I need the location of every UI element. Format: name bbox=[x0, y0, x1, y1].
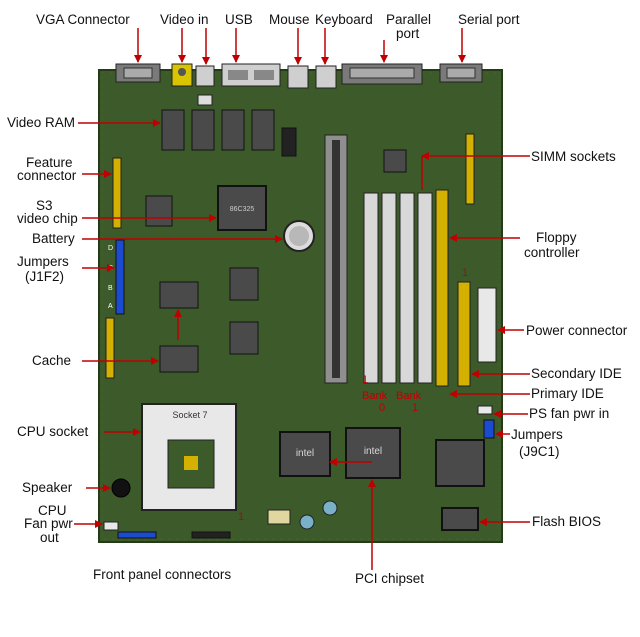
video-ram-chips bbox=[161, 109, 275, 151]
secondary-ide-label: Secondary IDE bbox=[531, 366, 622, 381]
cache-chips bbox=[159, 267, 259, 373]
keyboard-connector bbox=[315, 65, 337, 89]
video-in-label: Video in bbox=[160, 12, 209, 27]
jumpers-j9c1-label-line2: (J9C1) bbox=[519, 444, 560, 459]
secondary-ide-header bbox=[457, 281, 471, 387]
right-top-header bbox=[465, 133, 475, 205]
cpu-fan-label-line1: CPU bbox=[38, 503, 67, 518]
flash-bios-label: Flash BIOS bbox=[532, 514, 602, 529]
jumper-letter-b: B bbox=[108, 285, 113, 292]
pci-chipset-label: PCI chipset bbox=[355, 571, 425, 586]
pci-chipset: intel intel bbox=[279, 427, 401, 479]
parallel-port-label-line1: Parallel bbox=[386, 12, 432, 27]
parallel-port bbox=[341, 63, 423, 85]
video-in-connector bbox=[171, 63, 193, 87]
keyboard-label: Keyboard bbox=[315, 12, 373, 27]
battery-label: Battery bbox=[32, 231, 75, 246]
s3-video-chip-label-line2: video chip bbox=[17, 211, 78, 226]
feature-connector-label-line2: connector bbox=[17, 168, 77, 183]
crystal bbox=[267, 509, 291, 525]
video-ram-label: Video RAM bbox=[7, 115, 76, 130]
bank1-label: Bank bbox=[396, 390, 422, 402]
jumper-letter-a: A bbox=[108, 303, 113, 310]
simm-sockets-label: SIMM sockets bbox=[531, 149, 616, 164]
right-top-chip bbox=[383, 149, 407, 173]
io-chip bbox=[435, 439, 485, 487]
front-panel-connectors-label: Front panel connectors bbox=[93, 567, 232, 582]
simm-pin1-label: 1 bbox=[362, 374, 368, 386]
floppy-controller-header bbox=[435, 189, 449, 387]
serial-port bbox=[439, 63, 483, 83]
cpu-fan-label-line2: Fan pwr bbox=[24, 516, 73, 531]
cpu-socket: Socket 7 bbox=[141, 403, 237, 511]
small-chip bbox=[197, 94, 213, 106]
parallel-port-label-line2: port bbox=[396, 26, 420, 41]
mouse-connector bbox=[287, 65, 309, 89]
power-connector-label: Power connector bbox=[526, 323, 628, 338]
capacitor-1 bbox=[299, 514, 315, 530]
intel-chip2-text: intel bbox=[364, 446, 382, 457]
speaker bbox=[111, 478, 131, 498]
intel-chip1-text: intel bbox=[296, 448, 314, 459]
flash-bios bbox=[441, 507, 479, 531]
small-chip-2 bbox=[145, 195, 173, 227]
serial-port-label: Serial port bbox=[458, 12, 520, 27]
jumpers-j1f2-label-line2: (J1F2) bbox=[25, 269, 65, 284]
jumpers-j9c1-label-line1: Jumpers bbox=[511, 427, 563, 442]
floppy-controller-label-line1: Floppy bbox=[536, 230, 577, 245]
vga-connector-label: VGA Connector bbox=[36, 12, 130, 27]
socket-text: Socket 7 bbox=[172, 410, 207, 420]
expansion-slot bbox=[324, 134, 348, 384]
cpu-fan-label-line3: out bbox=[40, 530, 59, 545]
label-arrows bbox=[74, 28, 530, 570]
mouse-label: Mouse bbox=[269, 12, 310, 27]
jumper-letter-d: D bbox=[108, 245, 113, 252]
extra-port bbox=[195, 65, 215, 87]
cpu-pin1-label: 1 bbox=[238, 511, 244, 523]
s3-video-chip: 86C325 bbox=[217, 185, 267, 231]
s3-video-chip-label-line1: S3 bbox=[36, 198, 53, 213]
cpu-fan-header bbox=[103, 521, 119, 531]
cache-label: Cache bbox=[32, 353, 72, 368]
battery bbox=[283, 220, 315, 252]
ps-fan-pwr-in-label: PS fan pwr in bbox=[529, 406, 610, 421]
s3-chip-text: 86C325 bbox=[230, 206, 255, 213]
simm-sockets bbox=[363, 192, 433, 384]
power-connector bbox=[477, 287, 497, 363]
ide-pin1-label: 1 bbox=[462, 267, 468, 279]
speaker-label: Speaker bbox=[22, 480, 73, 495]
usb-connector bbox=[221, 63, 281, 87]
ps-fan-header bbox=[477, 405, 493, 415]
vga-connector bbox=[115, 63, 161, 83]
usb-label: USB bbox=[225, 12, 253, 27]
bank0-label: Bank bbox=[362, 390, 388, 402]
primary-ide-label: Primary IDE bbox=[531, 386, 604, 401]
bank1-number: 1 bbox=[412, 402, 418, 414]
front-panel-connectors bbox=[117, 531, 231, 539]
bank0-number: 0 bbox=[379, 402, 385, 414]
cache-header bbox=[105, 317, 115, 379]
feature-connector bbox=[112, 157, 122, 229]
feature-connector-label-line1: Feature bbox=[26, 155, 73, 170]
jumpers-j9c1 bbox=[483, 419, 495, 439]
capacitor-2 bbox=[322, 500, 338, 516]
cpu-socket-label: CPU socket bbox=[17, 424, 89, 439]
jumpers-j1f2-label-line1: Jumpers bbox=[17, 254, 69, 269]
header-block bbox=[281, 127, 297, 157]
floppy-controller-label-line2: controller bbox=[524, 245, 580, 260]
